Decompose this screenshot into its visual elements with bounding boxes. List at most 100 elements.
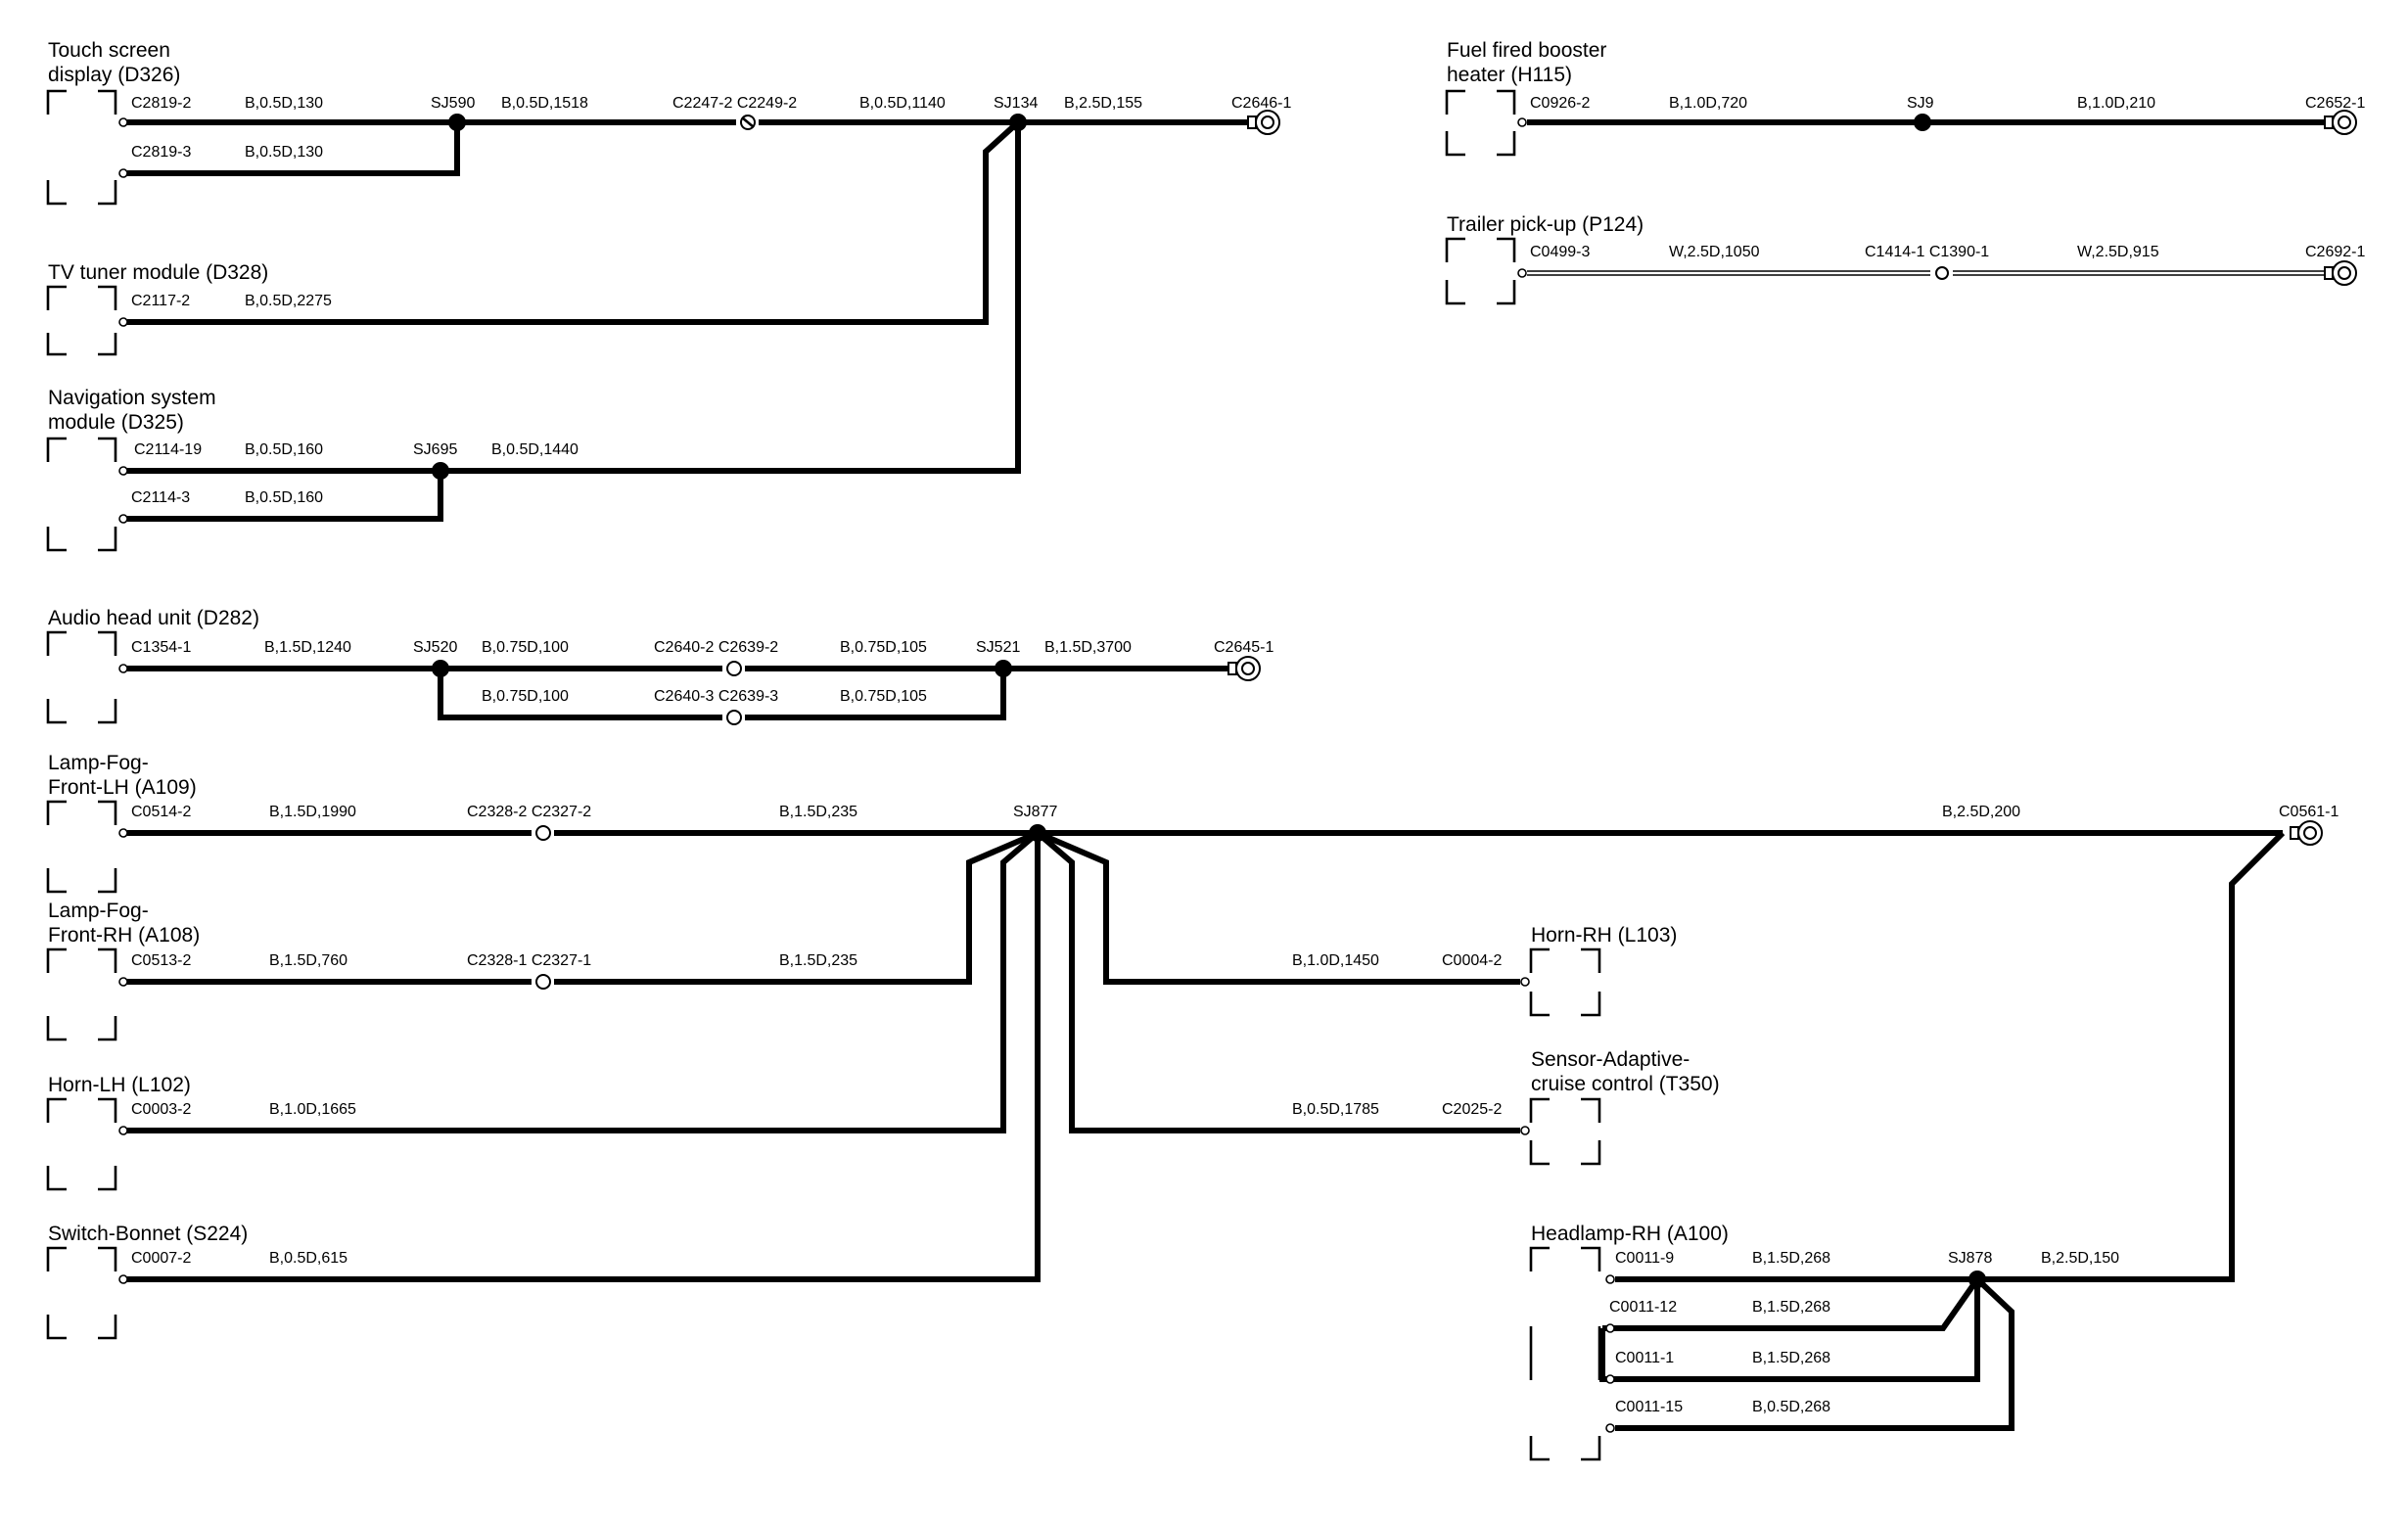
label-wire: B,1.0D,1665 [269,1101,356,1118]
component-nav-outline [46,437,117,552]
title-fog-rh-2: Front-RH (A108) [48,924,200,947]
component-fog-lh-outline [46,800,117,894]
splice-points [432,114,1986,1288]
pin [1605,1323,1615,1333]
component-acc-outline [1529,1097,1601,1166]
splice-sj877 [1029,824,1046,842]
title-nav-1: Navigation system [48,387,216,409]
eyelet-c2652-1 [2324,110,2357,135]
label-wire: W,2.5D,1050 [1669,244,1760,260]
label-connector: C0011-1 [1615,1350,1674,1366]
title-acc-1: Sensor-Adaptive- [1531,1048,1690,1071]
pin [1605,1274,1615,1284]
pin [118,828,128,838]
wire-nav-main [127,122,1021,474]
wire-horn-lh [127,830,1040,1133]
label-splice: SJ590 [431,95,475,112]
title-trailer: Trailer pick-up (P124) [1447,213,1644,236]
title-fog-lh-2: Front-LH (A109) [48,776,197,799]
label-wire: B,2.5D,155 [1064,95,1142,112]
label-connector: C2117-2 [131,293,190,309]
label-connector-pair: C2328-1 C2327-1 [467,952,591,969]
component-fuel-heater-outline [1445,89,1516,157]
label-wire: B,0.75D,105 [840,688,927,705]
ground-eyelets [1227,110,2357,846]
pin [118,317,128,327]
title-tv-tuner: TV tuner module (D328) [48,261,268,284]
component-horn-lh-outline [46,1097,117,1191]
title-headlamp: Headlamp-RH (A100) [1531,1223,1729,1245]
label-splice: SJ695 [413,441,457,458]
eyelet-c2645-1 [1227,656,1261,681]
label-splice: SJ521 [976,639,1020,656]
label-wire: B,1.5D,1240 [264,639,351,656]
label-ground: C2652-1 [2305,95,2365,112]
label-wire: B,0.5D,1518 [501,95,588,112]
label-connector: C0011-12 [1609,1299,1677,1316]
label-wire: B,1.5D,268 [1752,1250,1830,1267]
component-trailer-outline [1445,237,1516,305]
label-wire: B,1.5D,1990 [269,804,356,820]
eyelet-c2646-1 [1247,110,1280,135]
pin [1517,117,1527,127]
label-wire: B,1.5D,235 [779,804,857,820]
label-wire: B,0.5D,160 [245,489,323,506]
title-fuel-2: heater (H115) [1447,64,1572,86]
pin [1520,1126,1530,1135]
wire-bonnet [127,833,1041,1282]
label-connector-pair: C2640-2 C2639-2 [654,639,778,656]
label-wire: B,1.5D,268 [1752,1350,1830,1366]
component-audio-outline [46,630,117,724]
label-splice: SJ9 [1907,95,1934,112]
label-connector: C1354-1 [131,639,191,656]
wire-trailer-a [1527,270,1930,276]
label-wire: B,1.5D,268 [1752,1299,1830,1316]
component-headlamp-outline [1529,1246,1601,1461]
label-ground: C2645-1 [1214,639,1273,656]
pin [1605,1423,1615,1433]
eyelet-c2692-1 [2324,260,2357,286]
title-nav-2: module (D325) [48,411,184,434]
label-splice: SJ877 [1013,804,1057,820]
wire-c0561-drop [1994,830,2286,1282]
component-touch-screen-outline [46,89,117,206]
pins [118,117,1615,1433]
label-wire: B,2.5D,200 [1942,804,2020,820]
component-outlines [46,89,1601,1461]
title-touch-screen-2: display (D326) [48,64,180,86]
pin [1517,268,1527,278]
splice-sj9 [1914,114,1931,131]
label-wire: B,0.5D,160 [245,441,323,458]
wire-c2819-3 [127,122,460,176]
title-audio: Audio head unit (D282) [48,607,259,629]
title-switch-bonnet: Switch-Bonnet (S224) [48,1223,248,1245]
label-connector: C2819-2 [131,95,191,112]
splice-sj878 [1968,1271,1986,1288]
label-connector-pair: C1414-1 C1390-1 [1865,244,1989,260]
eyelet-c0561-1 [2290,820,2323,846]
wire-acc [1036,830,1520,1133]
label-connector: C0011-9 [1615,1250,1674,1267]
pin [1605,1374,1615,1384]
label-connector-pair: C2328-2 C2327-2 [467,804,591,820]
label-connector: C0513-2 [131,952,191,969]
label-ground: C2692-1 [2305,244,2365,260]
title-acc-2: cruise control (T350) [1531,1073,1720,1095]
splice-sj520 [432,660,449,677]
label-wire: W,2.5D,915 [2077,244,2159,260]
splice-sj695 [432,462,449,480]
label-ground: C2646-1 [1231,95,1291,112]
label-ground: C0561-1 [2279,804,2339,820]
pin [118,466,128,476]
wire-tv [127,119,1021,325]
label-connector-pair: C2247-2 C2249-2 [672,95,797,112]
label-connector: C0011-15 [1615,1399,1683,1415]
wire-nav-2 [127,471,443,522]
connector-c2640-2 [726,661,742,676]
label-wire: B,0.5D,268 [1752,1399,1830,1415]
title-horn-rh: Horn-RH (L103) [1531,924,1677,947]
label-splice: SJ134 [994,95,1038,112]
pin [118,977,128,987]
label-wire: B,0.5D,1140 [859,95,946,112]
title-touch-screen-1: Touch screen [48,39,170,62]
